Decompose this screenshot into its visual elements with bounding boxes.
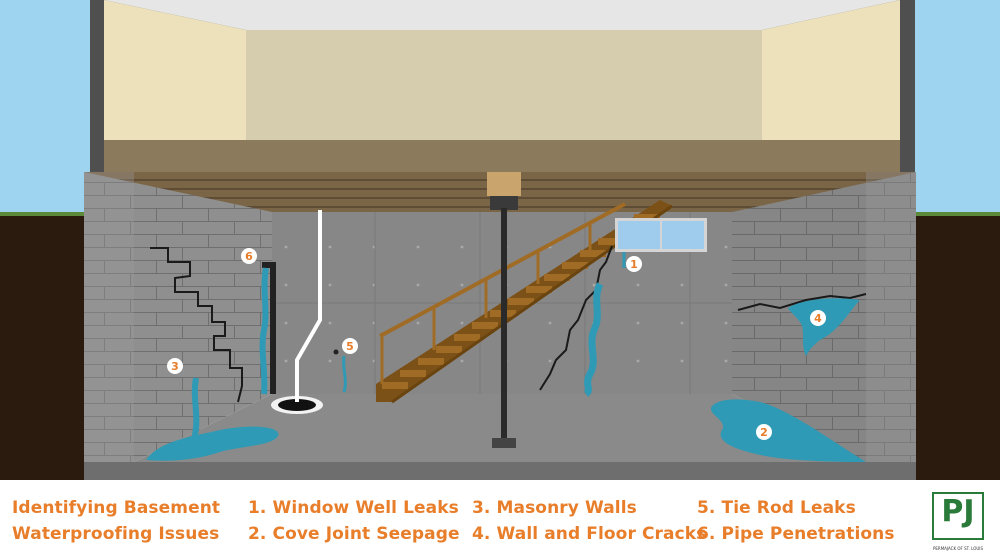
room-back-wall	[246, 30, 762, 140]
soil-left	[0, 216, 84, 480]
basement-illustration: 1 2 3 4 5 6	[0, 0, 1000, 480]
stair-step-crack	[150, 247, 243, 403]
support-post-cap	[487, 172, 521, 196]
wall-crack-leak	[583, 282, 604, 397]
legend-item-tie-rod-leaks: 5. Tie Rod Leaks	[697, 498, 856, 518]
marker-5: 5	[342, 338, 358, 354]
sump-discharge-pipe	[295, 210, 322, 402]
room-left-wall	[104, 0, 246, 140]
legend-item-pipe-penetrations: 6. Pipe Penetrations	[697, 524, 895, 544]
room-right-wall	[762, 0, 900, 140]
marker-3: 3	[167, 358, 183, 374]
wall-crack-puddle	[788, 298, 860, 356]
marker-2: 2	[756, 424, 772, 440]
soil-right	[915, 216, 1000, 480]
legend-item-cove-joint-seepage: 2. Cove Joint Seepage	[248, 524, 460, 544]
logo-mark: PJ	[941, 494, 975, 529]
sky-right	[915, 0, 1000, 215]
tie-rod	[333, 349, 339, 355]
svg-text:5: 5	[346, 340, 354, 353]
legend-title-line1: Identifying Basement	[12, 498, 221, 518]
sky-left	[0, 0, 90, 215]
svg-text:1: 1	[630, 258, 638, 271]
staircase	[376, 200, 673, 404]
legend-item-wall-and-floor-cracks: 4. Wall and Floor Cracks	[472, 524, 707, 544]
support-post	[501, 208, 507, 440]
svg-text:6: 6	[245, 250, 253, 263]
svg-text:3: 3	[171, 360, 179, 373]
cove-joint-puddle	[710, 399, 866, 462]
logo-caption: PERMAJACK OF ST. LOUIS	[932, 546, 984, 551]
pipe	[270, 262, 276, 394]
legend: Identifying Basement Waterproofing Issue…	[0, 480, 1000, 560]
masonry-puddle	[146, 426, 279, 461]
legend-item-window-well-leaks: 1. Window Well Leaks	[248, 498, 459, 518]
room-ceiling	[104, 0, 900, 30]
marker-4: 4	[810, 310, 826, 326]
marker-6: 6	[241, 248, 257, 264]
svg-text:4: 4	[814, 312, 822, 325]
svg-text:2: 2	[760, 426, 768, 439]
marker-1: 1	[626, 256, 642, 272]
legend-item-masonry-walls: 3. Masonry Walls	[472, 498, 637, 518]
permajack-logo: PJ	[932, 492, 984, 540]
room-floor	[104, 140, 900, 172]
wall-crack	[539, 245, 613, 391]
legend-title-line2: Waterproofing Issues	[12, 524, 220, 544]
pipe-leak	[259, 267, 269, 395]
masonry-left-wall	[84, 172, 272, 480]
basement-floor	[134, 394, 866, 462]
